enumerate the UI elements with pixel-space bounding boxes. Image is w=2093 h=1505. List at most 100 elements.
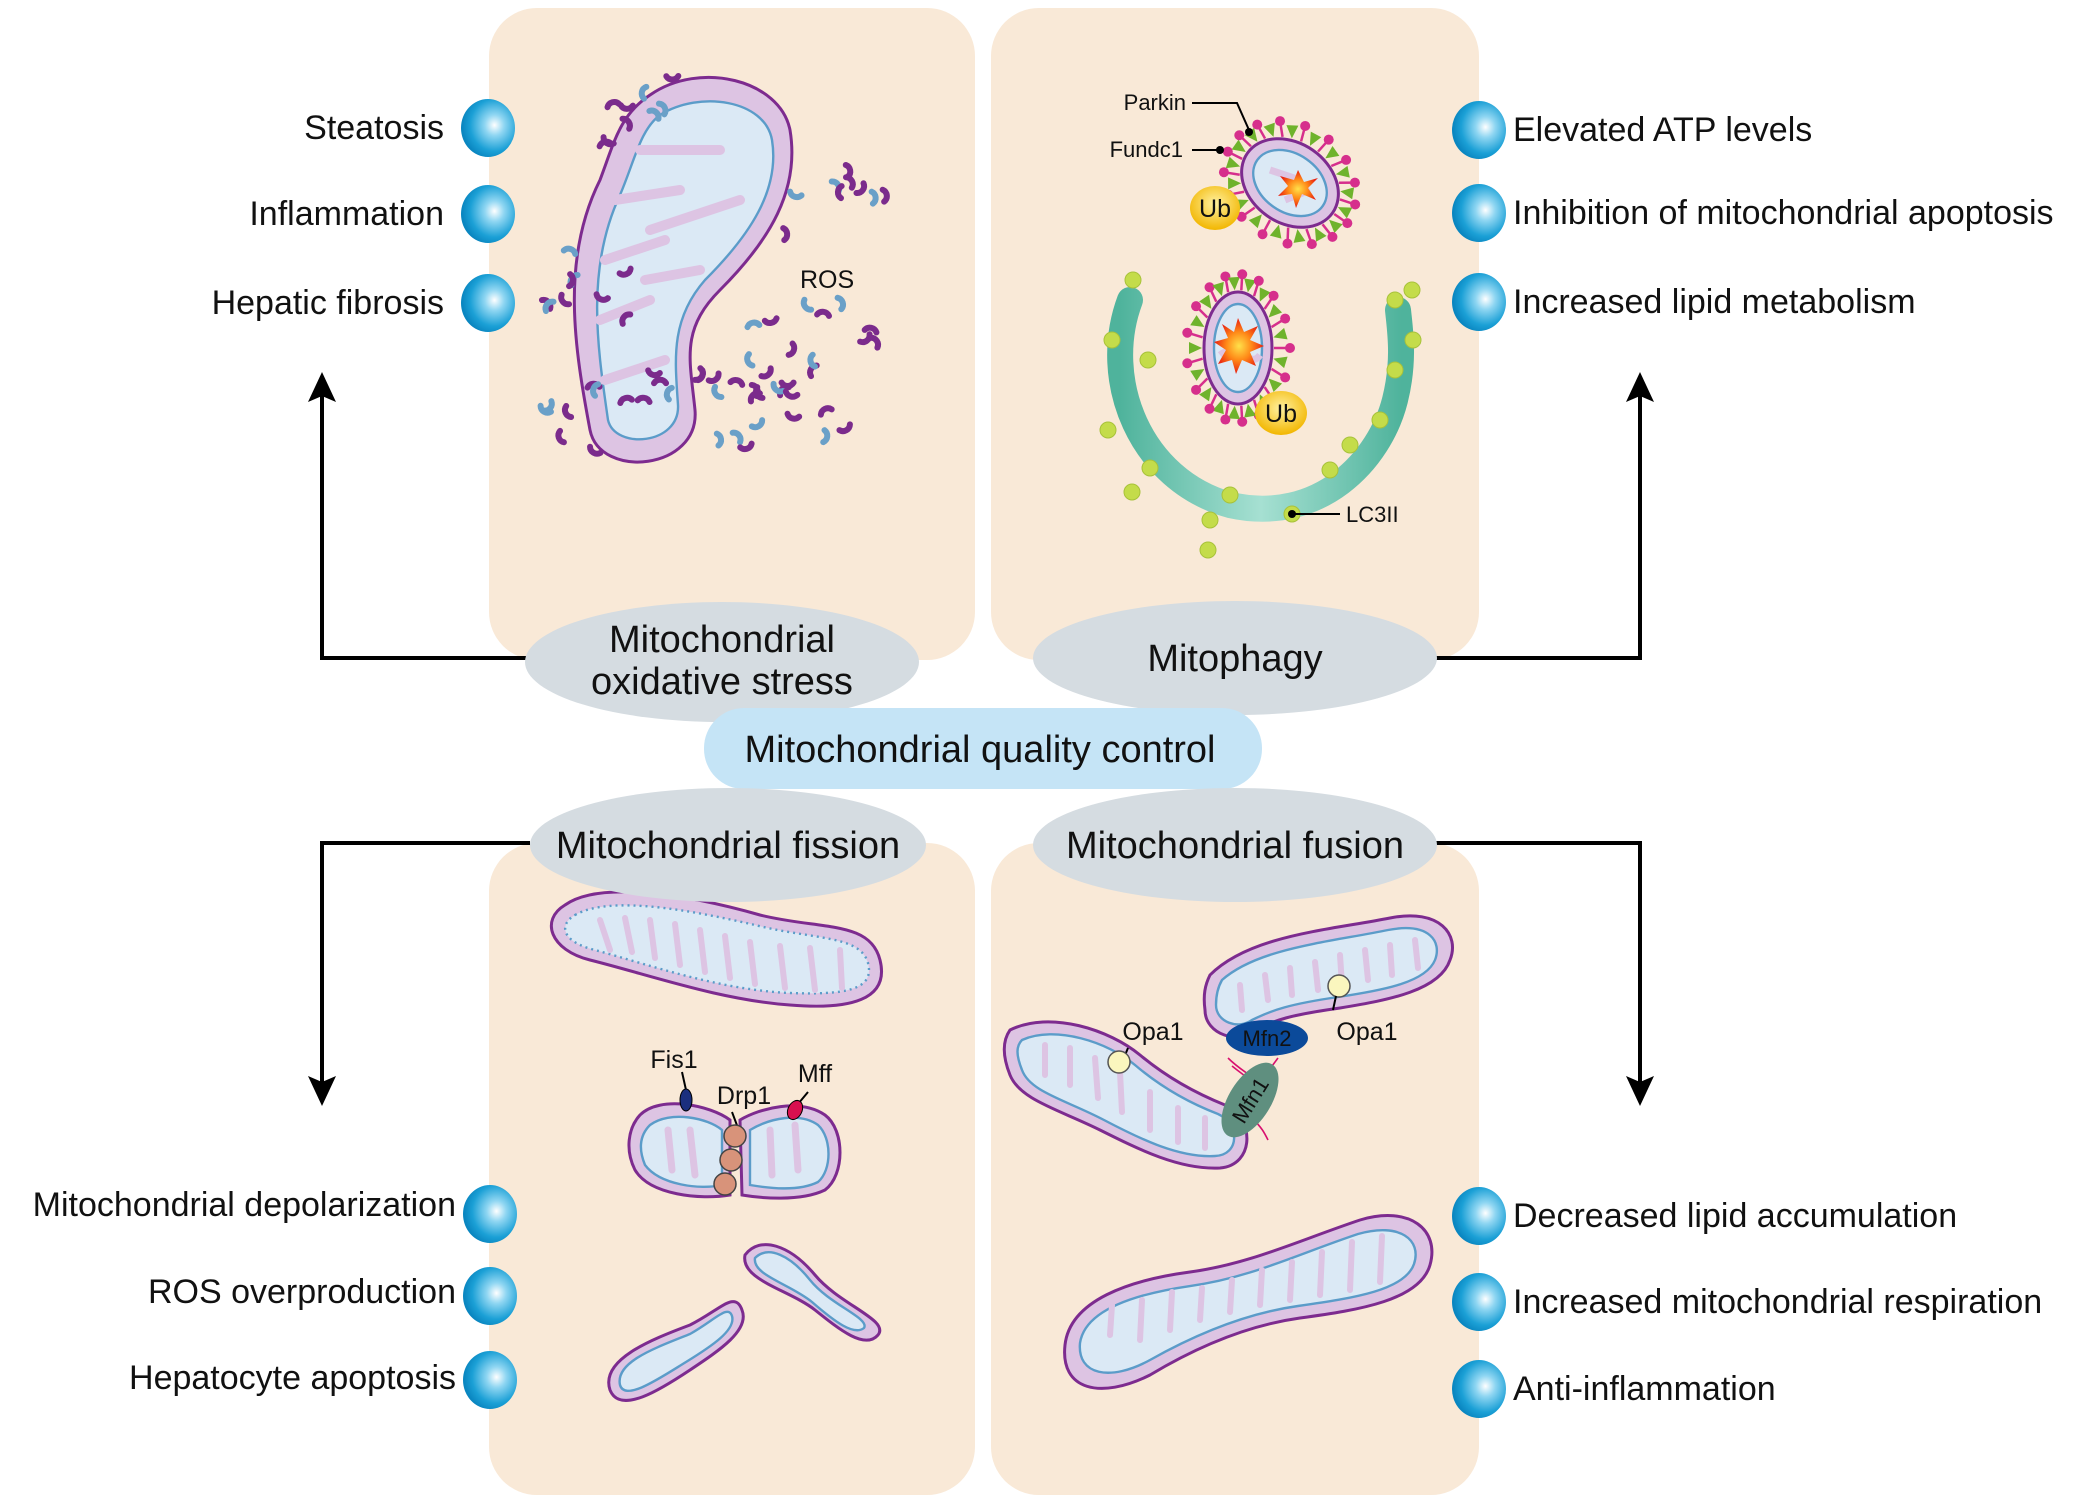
fundc1-receptor [1231, 139, 1246, 153]
arrow-mitophagy-to-outcomes [1430, 372, 1654, 660]
parkin-dot [1285, 343, 1295, 353]
ros-particle [784, 410, 803, 422]
fundc1-receptor [1325, 146, 1340, 159]
mfn2-label: Mfn2 [1243, 1026, 1292, 1051]
lc3ii-dot [1199, 541, 1217, 559]
parkin-dot [1280, 313, 1291, 324]
drp1-ring [713, 1111, 747, 1196]
mff-label: Mff [798, 1060, 832, 1088]
fundc1-receptor [1212, 281, 1224, 297]
outcome-item: Steatosis [304, 99, 515, 157]
fission-elongated-mitochondrion [549, 890, 883, 1008]
ros-particle [558, 291, 573, 308]
parkin-dot [1323, 134, 1334, 145]
parkin-dot [1204, 282, 1215, 293]
parkin-dot [1300, 120, 1311, 131]
lc3ii-dot [1221, 486, 1239, 504]
fundc1-receptor [1335, 165, 1350, 178]
process-fission[interactable]: Mitochondrial fission [530, 788, 926, 902]
lc3ii-dot [1141, 459, 1159, 477]
parkin-dot [1182, 327, 1193, 338]
tagged-mitochondrion [1218, 116, 1361, 250]
ros-particles [537, 73, 890, 457]
parkin-dot [1237, 269, 1248, 280]
lc3ii-dot [1139, 351, 1157, 369]
parkin-dot [1257, 229, 1268, 240]
outcome-item: Hepatic fibrosis [212, 274, 515, 332]
process-oxidative-stress[interactable]: Mitochondrial oxidative stress [525, 602, 919, 722]
process-mitophagy[interactable]: Mitophagy [1033, 601, 1437, 715]
ros-particle [800, 296, 815, 313]
parkin-dot [1222, 146, 1233, 157]
ros-particle [807, 351, 818, 370]
parkin-dot [1252, 119, 1263, 130]
ros-particle [761, 315, 780, 326]
outcome-item: Anti-inflammation [1452, 1360, 1776, 1418]
bullet-sphere-icon [1452, 1187, 1506, 1245]
ros-particle [748, 417, 766, 431]
ros-particle [655, 100, 669, 118]
ros-particle [778, 379, 797, 389]
ros-particle [566, 271, 576, 290]
process-oxidative-stress-line2: oxidative stress [591, 661, 853, 703]
daughter-mitochondrion [607, 1300, 745, 1402]
fundc1-receptor [1340, 187, 1355, 200]
damage-burst-icon [1214, 318, 1264, 374]
opa1-marker [1107, 1047, 1131, 1074]
process-fission-label: Mitochondrial fission [556, 825, 900, 867]
fundc1-receptor [1248, 214, 1262, 229]
parkin-dot [1191, 301, 1202, 312]
lc3ii-dot [1386, 291, 1404, 309]
ros-particle [651, 376, 670, 387]
hub-quality-control[interactable]: Mitochondrial quality control [704, 708, 1262, 789]
lc3ii-dot [1099, 421, 1117, 439]
ros-particle [590, 381, 602, 399]
outcome-label: Elevated ATP levels [1513, 111, 1812, 149]
ros-particle [879, 186, 890, 205]
arrow-fission-to-outcomes [308, 841, 530, 1106]
parkin-dot [1234, 130, 1245, 141]
ros-particle [663, 384, 675, 403]
parkin-dot [1220, 271, 1231, 282]
lc3ii-dot [1321, 461, 1339, 479]
fusion-lower-mitochondrion [1002, 1020, 1249, 1170]
fundc1-receptor [1263, 122, 1275, 137]
process-fusion-label: Mitochondrial fusion [1066, 825, 1404, 867]
parkin-dot [1236, 211, 1247, 222]
ros-particle [645, 367, 663, 379]
ros-particle [782, 388, 801, 400]
ros-particle [787, 188, 805, 201]
process-oxidative-stress-line1: Mitochondrial [609, 619, 835, 661]
lc3ii-dot [1404, 331, 1422, 349]
outcome-item: Decreased lipid accumulation [1452, 1187, 1957, 1245]
lc3ii-dot [1103, 331, 1121, 349]
fundc1-receptor [1244, 403, 1257, 418]
ub-label: Ub [1265, 400, 1297, 428]
mfn2-protein: Mfn2 [1226, 1020, 1308, 1056]
outcome-item: Increased mitochondrial respiration [1452, 1273, 2042, 1331]
bullet-sphere-icon [461, 185, 515, 243]
mff-marker [786, 1091, 809, 1121]
process-fusion[interactable]: Mitochondrial fusion [1033, 788, 1437, 902]
ros-particle [836, 421, 853, 435]
outcome-label: Inhibition of mitochondrial apoptosis [1513, 194, 2054, 232]
fundc1-receptor [1244, 278, 1257, 293]
ros-particle [834, 294, 846, 313]
outcome-label: Anti-inflammation [1513, 1370, 1776, 1408]
ros-particle [638, 83, 650, 102]
fundc1-receptor [1199, 294, 1212, 309]
bullet-sphere-icon [463, 1351, 517, 1409]
lc3ii-dot [1123, 483, 1141, 501]
outcome-label: Steatosis [304, 109, 444, 147]
fundc1-receptor [1212, 399, 1224, 415]
fundc1-receptor [1309, 131, 1322, 146]
arrow-fusion-to-outcomes [1430, 841, 1654, 1106]
ros-particle [817, 405, 835, 418]
fundc1-leader [1192, 146, 1224, 154]
lc3ii-leader [1288, 510, 1340, 518]
drp1-label: Drp1 [717, 1082, 771, 1110]
bullet-sphere-icon [461, 99, 515, 157]
parkin-label: Parkin [1124, 90, 1186, 115]
ros-particle [785, 340, 798, 358]
